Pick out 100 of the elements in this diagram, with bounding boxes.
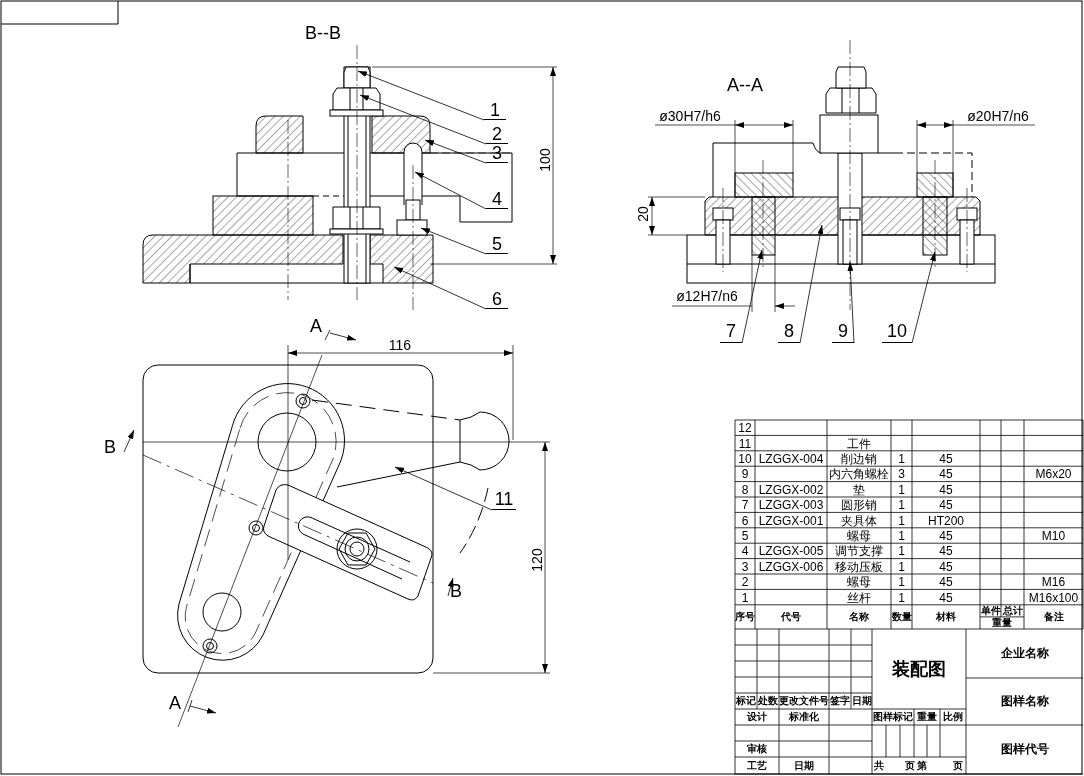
row-number: 1 <box>741 591 749 604</box>
part-name: 圆形销 <box>841 499 877 512</box>
quantity: 1 <box>898 560 905 573</box>
section-letter: B <box>104 438 116 456</box>
quantity: 1 <box>898 453 905 465</box>
column-header: 备注 <box>1043 612 1064 623</box>
row-number: 2 <box>741 576 749 589</box>
callout-number: 9 <box>832 322 854 343</box>
material: 45 <box>939 545 953 558</box>
quantity: 1 <box>898 514 905 527</box>
dimension-text: ø30H7/h6 <box>659 109 721 123</box>
callout-number: 1 <box>484 101 506 120</box>
part-code: LZGGX-002 <box>758 483 824 496</box>
dimension-text: 20 <box>636 206 650 222</box>
quantity: 1 <box>898 545 905 558</box>
material: 45 <box>939 530 953 542</box>
callout-number: 2 <box>486 125 508 144</box>
section-letter: A <box>310 317 322 335</box>
row-number: 5 <box>741 530 749 542</box>
part-code: LZGGX-003 <box>758 499 824 512</box>
row-number: 3 <box>741 560 749 573</box>
quantity: 1 <box>898 576 905 589</box>
title-block-label: 共 <box>874 760 884 771</box>
title-block-label: 签字 <box>830 696 850 706</box>
part-code: LZGGX-004 <box>758 453 824 465</box>
column-header: 单件 <box>980 606 1001 617</box>
title-block-label: 图样代号 <box>1000 743 1049 755</box>
title-block-label: 第 <box>917 760 927 771</box>
part-name: 移动压板 <box>835 560 883 573</box>
title-block-label: 日期 <box>794 760 814 771</box>
section-title: B--B <box>305 24 341 42</box>
title-block-label: 标准化 <box>789 712 819 722</box>
material: 45 <box>939 576 953 589</box>
quantity: 1 <box>898 499 905 512</box>
callout-number: 7 <box>720 322 742 343</box>
callout-number: 4 <box>486 190 508 209</box>
row-number: 12 <box>738 422 752 435</box>
part-name: 丝杆 <box>847 591 871 604</box>
row-number: 4 <box>741 545 749 558</box>
dimension-text: 120 <box>530 548 544 572</box>
title-block-label: 重量 <box>917 712 937 722</box>
column-header: 代号 <box>781 612 801 623</box>
column-header: 数量 <box>891 612 912 623</box>
title-block-label: 比例 <box>943 712 963 722</box>
title-block-label: 页 <box>905 760 915 771</box>
callout-number: 6 <box>486 290 508 309</box>
dimension-text: 116 <box>388 338 412 352</box>
material: HT200 <box>928 514 964 527</box>
quantity: 3 <box>898 468 905 481</box>
dimension-text: 100 <box>538 148 552 172</box>
remark: M10 <box>1041 530 1066 542</box>
remark: M16x100 <box>1028 591 1079 604</box>
section-letter: A <box>169 694 181 712</box>
part-name: 削边销 <box>841 453 877 465</box>
part-code: LZGGX-005 <box>758 545 824 558</box>
remark: M6x20 <box>1035 468 1072 481</box>
row-number: 8 <box>741 483 749 496</box>
quantity: 1 <box>898 591 905 604</box>
title-block-label: 日期 <box>851 696 872 706</box>
part-name: 内六角螺栓 <box>829 468 889 481</box>
callout-number: 3 <box>486 144 508 163</box>
quantity: 1 <box>898 483 905 496</box>
callout-number: 8 <box>778 322 800 343</box>
remark: M16 <box>1041 576 1066 589</box>
quantity: 1 <box>898 530 905 542</box>
material: 45 <box>939 499 953 512</box>
title-block-label: 审核 <box>747 744 767 754</box>
title-block-label: 企业名称 <box>1000 647 1049 659</box>
title-block-label: 图样名称 <box>1000 695 1049 707</box>
part-code: LZGGX-001 <box>758 514 824 527</box>
column-header: 重量 <box>992 618 1012 629</box>
title-block-label: 更改文件号 <box>779 696 829 706</box>
material: 45 <box>939 560 953 573</box>
column-header: 总计 <box>1002 606 1023 617</box>
title-block-label: 图样标记 <box>873 712 913 722</box>
column-header: 名称 <box>849 612 869 623</box>
section-title: A--A <box>727 76 763 94</box>
part-code: LZGGX-006 <box>758 560 824 573</box>
part-name: 螺母 <box>847 530 871 542</box>
part-name: 调节支撑 <box>835 545 883 558</box>
part-name: 夹具体 <box>841 514 877 527</box>
material: 45 <box>939 453 953 465</box>
material: 45 <box>939 483 953 496</box>
material: 45 <box>939 468 953 481</box>
row-number: 9 <box>741 468 749 481</box>
part-name: 螺母 <box>847 576 871 589</box>
column-header: 序号 <box>735 612 755 623</box>
row-number: 11 <box>738 437 752 450</box>
callout-number: 5 <box>486 235 508 254</box>
material: 45 <box>939 591 953 604</box>
title-block-label: 页 <box>953 760 963 771</box>
callout-number: 10 <box>882 322 912 343</box>
title-block-label: 设计 <box>747 712 767 722</box>
drawing-title: 装配图 <box>892 660 946 678</box>
row-number: 10 <box>738 453 752 465</box>
dimension-text: ø20H7/n6 <box>967 109 1029 123</box>
part-name: 工件 <box>847 437 871 450</box>
part-name: 垫 <box>853 483 865 496</box>
row-number: 7 <box>741 499 749 512</box>
title-block-label: 工艺 <box>747 760 767 771</box>
